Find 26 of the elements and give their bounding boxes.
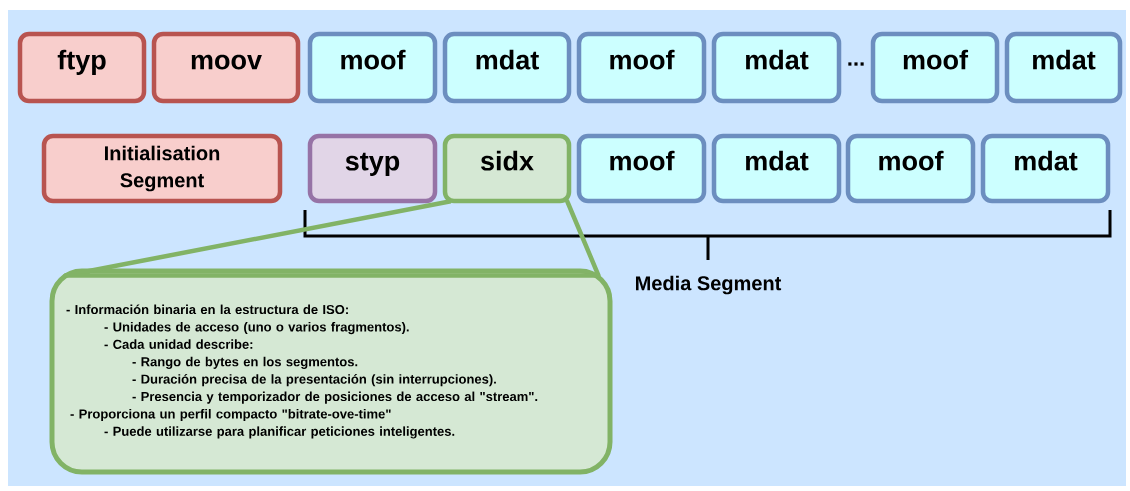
bullet-text: - Unidades de acceso (uno o varios fragmentos).	[104, 321, 409, 335]
box: moof	[307, 31, 438, 104]
bullet-text: - Cada unidad describe:	[104, 339, 253, 349]
bullet-text: - Información binaria en la estructura de ISO:	[66, 304, 348, 315]
label-text: Media Segment	[636, 275, 782, 295]
box: mdat	[711, 31, 842, 104]
box: mdat	[1004, 31, 1123, 104]
box: Initialisation Segment	[41, 133, 283, 204]
box: moof	[576, 133, 707, 204]
box: moof	[576, 31, 707, 104]
box: styp	[307, 133, 438, 204]
box: sidx	[442, 133, 572, 204]
box: moof	[845, 133, 976, 204]
bullet-text: - Proporciona un perfil compacto "bitrate-ove-time"	[70, 408, 391, 422]
box: mdat	[711, 133, 842, 204]
bullet-text: - Rango de bytes en los segmentos.	[132, 356, 358, 369]
bullet-text: - Puede utilizarse para planificar peticiones inteligentes.	[104, 426, 455, 439]
bullet-text: - Duración precisa de la presentación (sin interrupciones).	[132, 374, 496, 387]
callout-box	[49, 268, 613, 475]
box: mdat	[980, 133, 1111, 204]
box: moof	[870, 31, 1000, 104]
box: mdat	[442, 31, 572, 104]
bullet-text: - Presencia y temporizador de posiciones de acceso al "stream".	[132, 391, 538, 404]
box: ftyp	[17, 31, 147, 104]
box: moov	[151, 31, 301, 104]
ellipsis-text: ...	[848, 62, 864, 66]
